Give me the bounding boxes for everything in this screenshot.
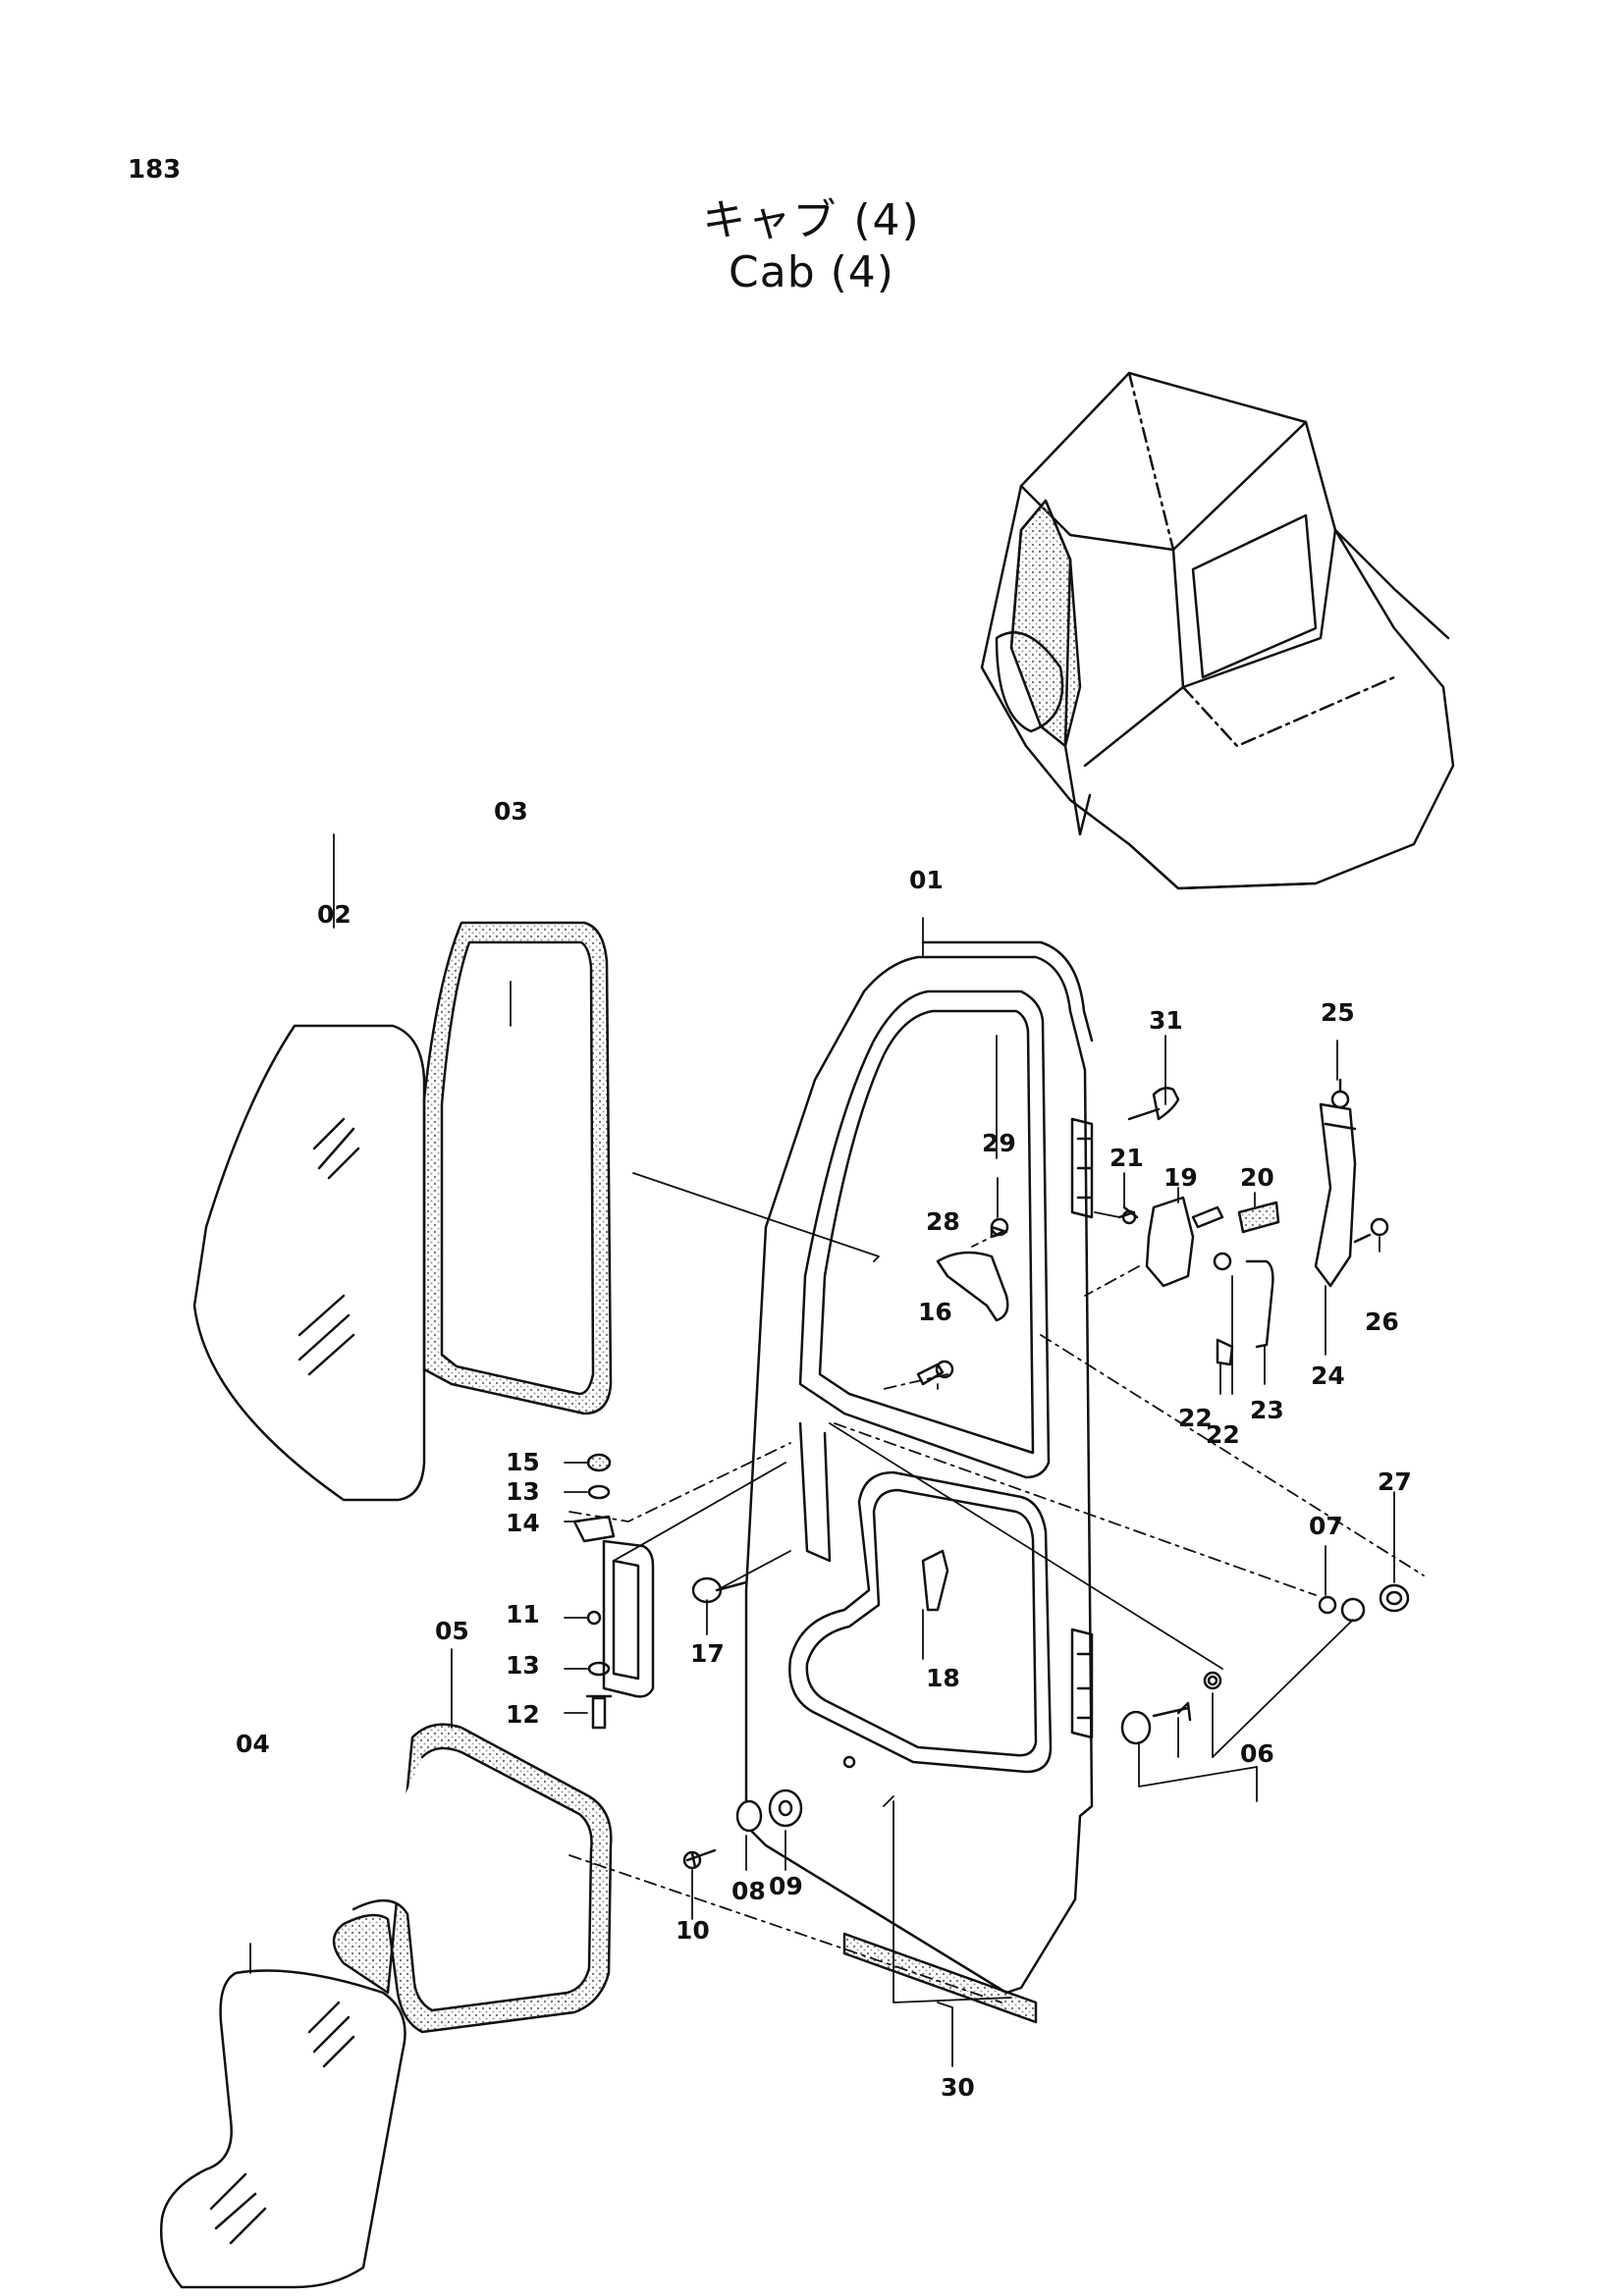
part-label: 06 [1240,1739,1274,1768]
part-label: 23 [1250,1396,1284,1424]
part-number-labels: 01 02 03 04 05 06 07 08 09 10 11 12 13 1… [236,797,1412,2102]
part-label: 17 [690,1639,725,1668]
part-label: 20 [1240,1163,1274,1192]
glass-lower-04 [160,1969,406,2289]
part-label: 10 [676,1916,710,1945]
hardware-small-parts [585,1078,1410,1870]
part-label: 28 [926,1207,960,1236]
part-label: 26 [1365,1308,1399,1336]
part-label: 16 [918,1298,952,1326]
weatherstrip-upper-03 [422,921,613,1415]
part-label: 22 [1178,1404,1213,1432]
part-label: 29 [982,1129,1016,1157]
part-label: 25 [1321,998,1355,1027]
page-title-english: Cab (4) [729,247,894,297]
weatherstrip-lower-05 [332,1723,613,2034]
part-label: 31 [1149,1006,1183,1035]
part-label: 03 [494,797,528,826]
part-label: 19 [1163,1163,1198,1192]
strip-30 [842,1932,1038,2024]
part-label: 11 [506,1600,540,1629]
part-label: 07 [1309,1512,1343,1540]
inner-handle [572,1515,655,1698]
part-label: 22 [1206,1420,1240,1449]
page-title-japanese: キャブ (4) [702,195,921,245]
part-label: 08 [731,1877,766,1905]
door-frame-01 [744,940,1094,1995]
part-label: 05 [435,1617,469,1645]
part-label: 13 [506,1651,540,1680]
part-label: 15 [506,1448,540,1476]
part-label: 09 [769,1872,803,1900]
part-label: 04 [236,1730,270,1758]
part-label: 02 [317,900,352,929]
part-label: 12 [506,1700,540,1729]
page-number: 183 [128,155,182,185]
glass-upper-02 [192,1024,426,1502]
part-label: 18 [926,1664,960,1692]
part-label: 13 [506,1477,540,1506]
part-label: 24 [1311,1362,1345,1390]
part-label: 30 [941,2073,975,2102]
part-label: 27 [1378,1468,1412,1496]
part-label: 14 [506,1509,540,1537]
cab-overview-illustration [980,371,1455,890]
leader-lines [249,833,1425,2067]
part-label: 01 [909,866,944,894]
part-label: 21 [1109,1144,1144,1172]
